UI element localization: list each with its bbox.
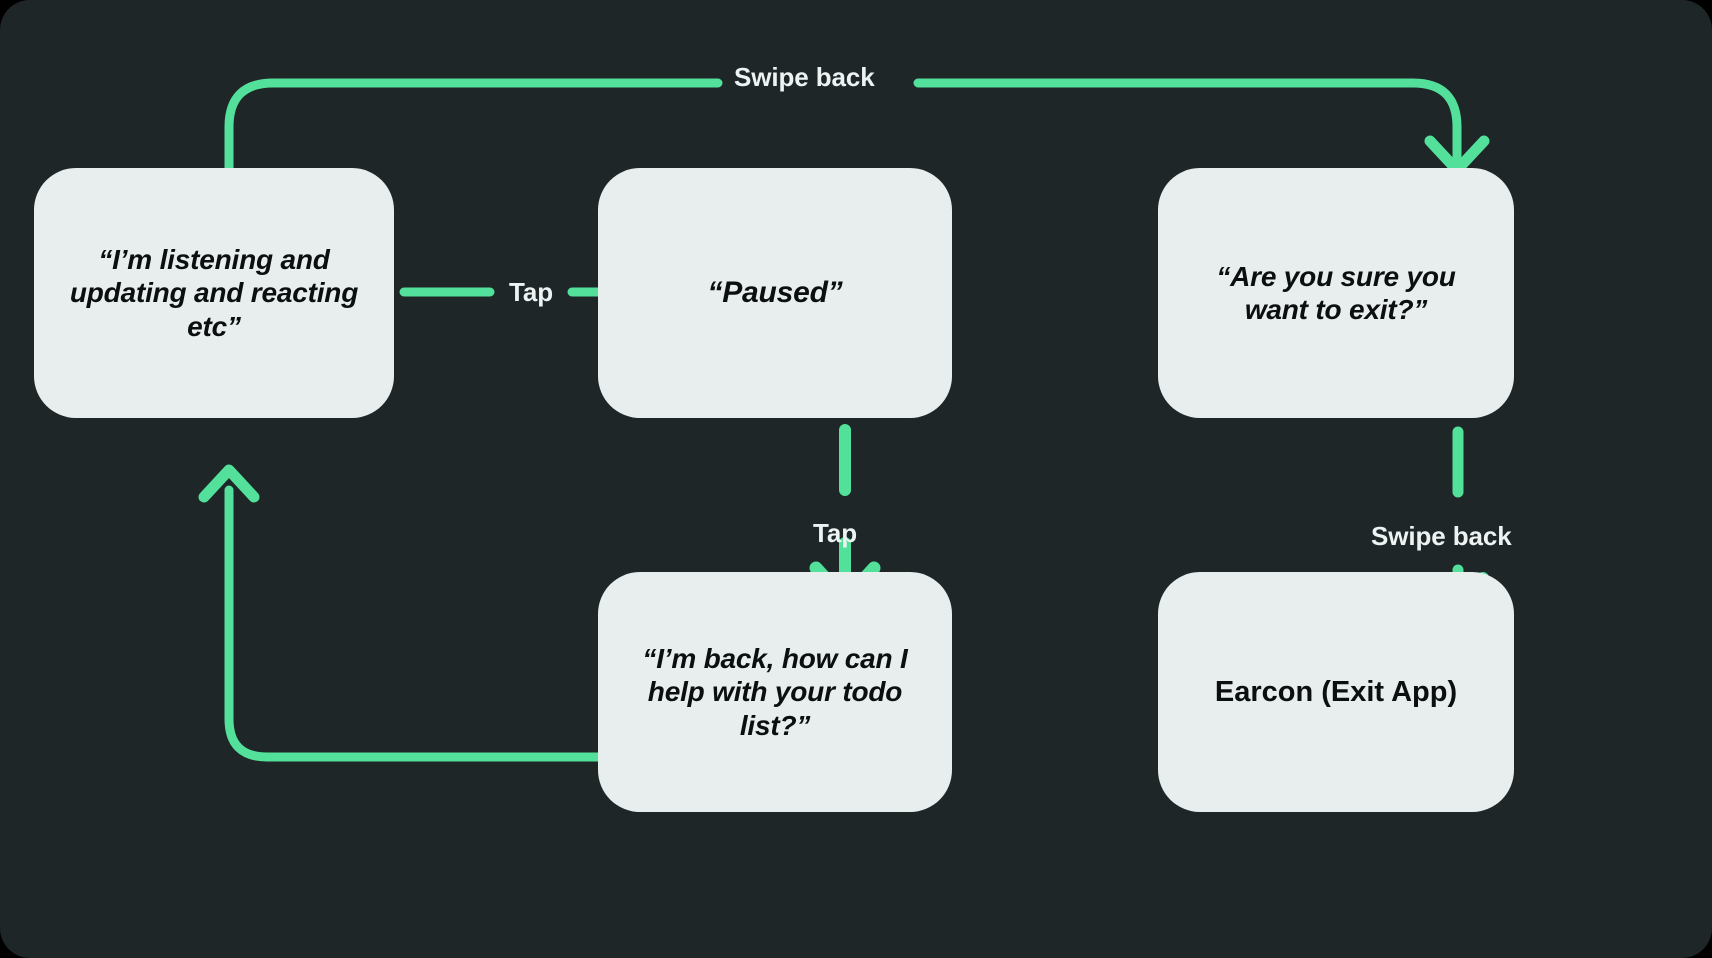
node-listening[interactable]: “I’m listening and updating and reacting… xyxy=(34,168,394,418)
edge-return-loop-path xyxy=(224,485,635,762)
node-back-label: “I’m back, how can I help with your todo… xyxy=(642,643,908,741)
node-paused[interactable]: “Paused” xyxy=(598,168,952,418)
node-paused-label: “Paused” xyxy=(707,276,843,310)
node-back[interactable]: “I’m back, how can I help with your todo… xyxy=(598,572,952,812)
edge-label-swipe-back-top: Swipe back xyxy=(734,62,875,92)
node-confirm-exit[interactable]: “Are you sure you want to exit?” xyxy=(1158,168,1514,418)
edge-swipe-back-top-left-segment xyxy=(224,78,723,183)
node-earcon[interactable]: Earcon (Exit App) xyxy=(1158,572,1514,812)
edge-label-tap-horizontal: Tap xyxy=(509,277,553,307)
node-earcon-label: Earcon (Exit App) xyxy=(1214,675,1458,708)
edge-swipe-back-top-right-segment xyxy=(913,78,1462,168)
edge-return-loop-arrowhead xyxy=(198,464,260,503)
node-confirm-exit-label: “Are you sure you want to exit?” xyxy=(1216,260,1456,325)
node-listening-label: “I’m listening and updating and reacting… xyxy=(69,244,359,342)
edge-label-tap-vertical: Tap xyxy=(813,518,857,548)
edge-label-swipe-back-right: Swipe back xyxy=(1371,521,1512,551)
